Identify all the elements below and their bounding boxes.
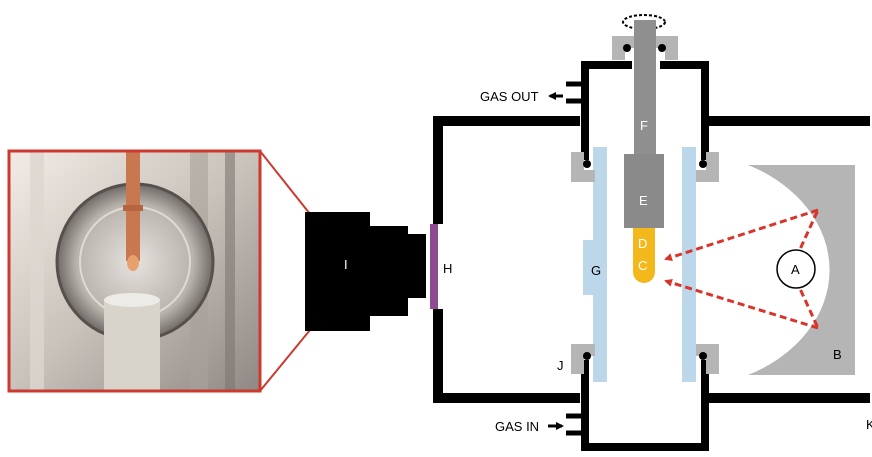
flange-top-right — [696, 152, 719, 182]
label-C: C — [638, 258, 647, 273]
label-J: J — [557, 358, 564, 373]
oring — [623, 44, 631, 52]
gas-out-label: GAS OUT — [480, 89, 539, 104]
oring — [583, 352, 591, 360]
zoom-line-top — [260, 151, 310, 214]
label-B: B — [833, 347, 842, 362]
zoom-line-bottom — [260, 330, 310, 391]
flange-bottom-right — [696, 344, 719, 374]
oring — [583, 160, 591, 168]
label-A: A — [791, 262, 800, 277]
rod — [634, 20, 656, 160]
label-H: H — [443, 261, 452, 276]
oring — [658, 44, 666, 52]
label-E: E — [639, 193, 648, 208]
flange-top-left — [571, 152, 595, 182]
gas-in-label: GAS IN — [495, 419, 539, 434]
label-F: F — [640, 118, 648, 133]
view-window — [430, 224, 438, 309]
label-K: K — [866, 417, 872, 432]
label-I: I — [344, 257, 348, 272]
flange-bottom-left — [571, 344, 595, 374]
holder — [624, 154, 664, 228]
inset-photo — [9, 151, 260, 391]
camera-icon — [305, 212, 426, 331]
oring — [699, 352, 707, 360]
oring — [699, 160, 707, 168]
label-G: G — [591, 263, 601, 278]
label-D: D — [638, 236, 647, 251]
